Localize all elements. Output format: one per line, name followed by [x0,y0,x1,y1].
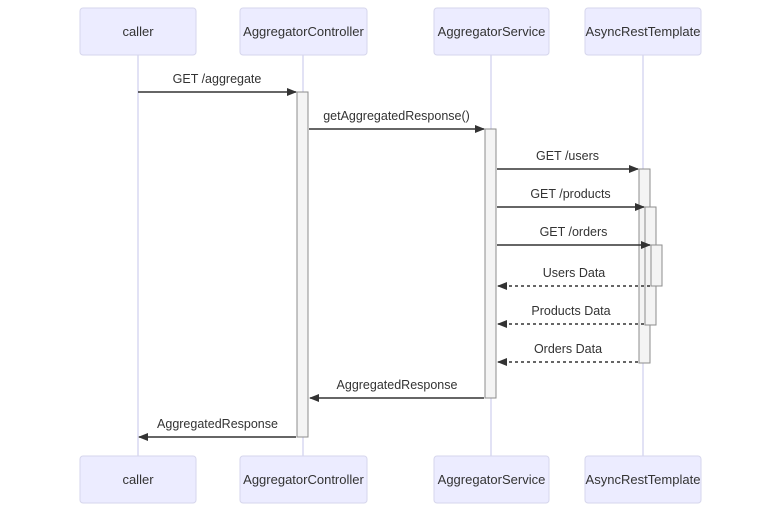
participant-box[interactable] [584,7,702,56]
message-6: Users Data [497,266,650,290]
participant-box[interactable] [79,455,197,504]
participant-box[interactable] [433,455,550,504]
participant-template-bottom[interactable]: AsyncRestTemplate [584,455,702,504]
message-label: Users Data [543,266,606,280]
participant-service-top[interactable]: AggregatorService [433,7,550,56]
participant-service-bottom[interactable]: AggregatorService [433,455,550,504]
participant-label: AggregatorService [438,472,546,487]
message-label: AggregatedResponse [157,417,278,431]
participant-label: AggregatorController [243,472,364,487]
message-1: GET /aggregate [138,72,297,96]
message-label: GET /products [530,187,610,201]
participant-label: AsyncRestTemplate [586,24,701,39]
participant-box[interactable] [239,7,368,56]
activation-bar-template [650,244,663,287]
activations-group [296,91,663,438]
message-label: Products Data [531,304,610,318]
participant-controller-bottom[interactable]: AggregatorController [239,455,368,504]
participant-box[interactable] [79,7,197,56]
activation-bar-service [484,128,497,399]
participant-caller-top[interactable]: caller [79,7,197,56]
message-2: getAggregatedResponse() [309,109,485,133]
participant-template-top[interactable]: AsyncRestTemplate [584,7,702,56]
message-label: GET /aggregate [173,72,262,86]
participant-box[interactable] [584,455,702,504]
message-label: GET /orders [540,225,608,239]
activation-bar-controller [296,91,309,438]
messages-group: GET /aggregate getAggregatedResponse() GET… [138,72,651,441]
participant-caller-bottom[interactable]: caller [79,455,197,504]
participant-box[interactable] [433,7,550,56]
message-5: GET /orders [497,225,651,249]
message-3: GET /users [497,149,639,173]
participant-boxes-top: caller AggregatorController AggregatorServ… [79,7,702,56]
message-8: Orders Data [497,342,638,366]
message-label: GET /users [536,149,599,163]
participant-label: caller [122,24,154,39]
message-label: Orders Data [534,342,602,356]
participant-label: caller [122,472,154,487]
participant-label: AsyncRestTemplate [586,472,701,487]
participant-label: AggregatorService [438,24,546,39]
participant-box[interactable] [239,455,368,504]
message-9: AggregatedResponse [309,378,484,402]
message-10: AggregatedResponse [138,417,296,441]
participant-label: AggregatorController [243,24,364,39]
message-4: GET /products [497,187,645,211]
message-7: Products Data [497,304,644,328]
participant-boxes-bottom: caller AggregatorController AggregatorServ… [79,455,702,504]
message-label: getAggregatedResponse() [323,109,470,123]
participant-controller-top[interactable]: AggregatorController [239,7,368,56]
message-label: AggregatedResponse [337,378,458,392]
